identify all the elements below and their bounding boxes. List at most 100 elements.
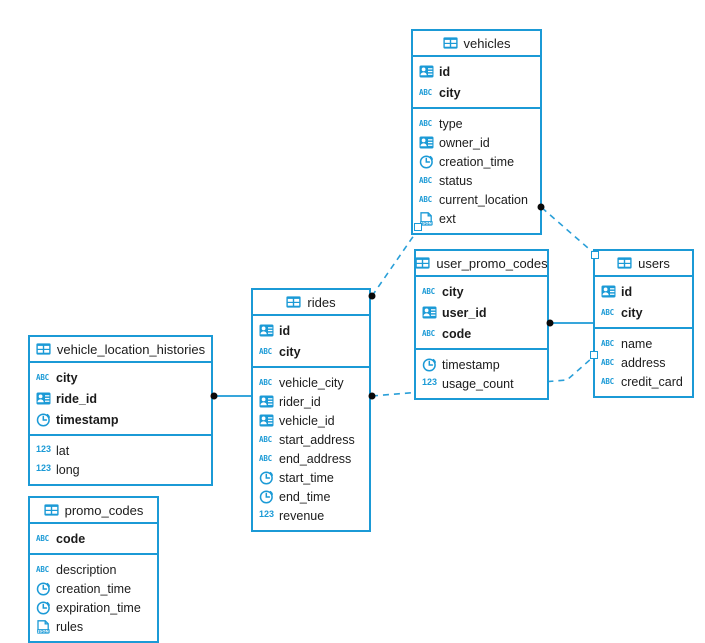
table-grid-icon: [442, 37, 458, 49]
field-name: code: [442, 326, 472, 341]
field-row[interactable]: ABC status: [413, 171, 540, 190]
field-name: id: [279, 323, 291, 338]
field-row[interactable]: timestamp: [416, 355, 547, 374]
table-header[interactable]: promo_codes: [30, 498, 157, 524]
field-name: creation_time: [56, 581, 132, 596]
field-row[interactable]: end_time: [253, 487, 369, 506]
abc-text-icon: ABC: [419, 175, 432, 185]
key-id-icon: [259, 414, 274, 427]
field-name: credit_card: [621, 374, 683, 389]
field-name: ride_id: [56, 391, 97, 406]
number-icon: 123: [259, 509, 275, 519]
key-id-icon: [259, 324, 274, 337]
table-header[interactable]: users: [595, 251, 692, 277]
key-id-icon: [36, 392, 51, 405]
key-id-icon: [419, 136, 434, 149]
field-name: start_time: [279, 470, 334, 485]
field-name: end_time: [279, 489, 331, 504]
table-title: users: [638, 255, 670, 271]
field-name: status: [439, 173, 473, 188]
clock-icon: [36, 581, 51, 596]
table-header[interactable]: vehicles: [413, 31, 540, 57]
table-header[interactable]: rides: [253, 290, 369, 316]
table-title: user_promo_codes: [436, 255, 548, 271]
field-name: end_address: [279, 451, 352, 466]
field-name: vehicle_id: [279, 413, 335, 428]
field-row[interactable]: owner_id: [413, 133, 540, 152]
table-header[interactable]: vehicle_location_histories: [30, 337, 211, 363]
field-name: ext: [439, 211, 456, 226]
field-row[interactable]: id: [595, 281, 692, 302]
endpoint-dot-rides-top: [368, 292, 376, 300]
field-name: current_location: [439, 192, 528, 207]
field-row[interactable]: ABC name: [595, 334, 692, 353]
field-name: long: [56, 462, 80, 477]
field-row[interactable]: ABC code: [416, 323, 547, 344]
field-name: city: [442, 284, 464, 299]
field-name: owner_id: [439, 135, 490, 150]
key-id-icon: [259, 395, 274, 408]
field-row[interactable]: creation_time: [413, 152, 540, 171]
clock-icon: [422, 357, 437, 372]
field-name: name: [621, 336, 653, 351]
abc-text-icon: ABC: [601, 338, 614, 348]
field-name: lat: [56, 443, 70, 458]
field-row[interactable]: expiration_time: [30, 598, 157, 617]
field-name: user_id: [442, 305, 487, 320]
field-row[interactable]: ride_id: [30, 388, 211, 409]
field-row[interactable]: rider_id: [253, 392, 369, 411]
field-row[interactable]: timestamp: [30, 409, 211, 430]
field-name: vehicle_city: [279, 375, 344, 390]
abc-text-icon: ABC: [422, 286, 435, 296]
field-row[interactable]: 123 revenue: [253, 506, 369, 525]
table-header[interactable]: user_promo_codes: [415, 251, 548, 277]
field-row[interactable]: ABC city: [416, 281, 547, 302]
key-id-icon: [419, 65, 434, 78]
field-name: rider_id: [279, 394, 321, 409]
abc-text-icon: ABC: [36, 533, 49, 543]
endpoint-square-users-left-upper: [591, 251, 599, 259]
field-row[interactable]: start_time: [253, 468, 369, 487]
abc-text-icon: ABC: [36, 564, 49, 574]
field-row[interactable]: creation_time: [30, 579, 157, 598]
abc-text-icon: ABC: [422, 328, 435, 338]
field-name: revenue: [279, 508, 325, 523]
field-row[interactable]: ABC end_address: [253, 449, 369, 468]
clock-icon: [36, 600, 51, 615]
field-row[interactable]: vehicle_id: [253, 411, 369, 430]
abc-text-icon: ABC: [259, 453, 272, 463]
field-name: city: [56, 370, 78, 385]
field-row[interactable]: id: [253, 320, 369, 341]
field-row[interactable]: user_id: [416, 302, 547, 323]
field-row[interactable]: id: [413, 61, 540, 82]
field-name: usage_count: [442, 376, 514, 391]
field-name: city: [621, 305, 643, 320]
